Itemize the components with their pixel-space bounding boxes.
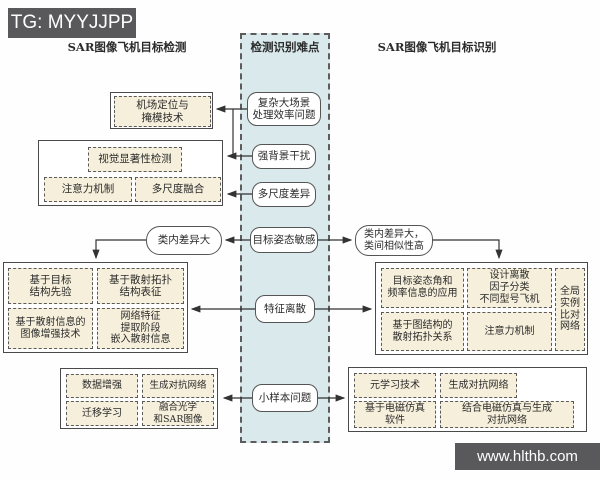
target-structure-prior-box: 基于目标 结构先验 (8, 268, 93, 304)
node-feature-discrete: 特征离散 (255, 295, 315, 323)
recognition-column-title: SAR图像飞机目标识别 (377, 40, 497, 55)
pose-frequency-box: 目标姿态角和 频率信息的应用 (381, 268, 464, 308)
em-gan-combined-box: 结合电磁仿真与生成 对抗网络 (440, 401, 574, 428)
intra-class-variance-node: 类内差异大 (146, 226, 222, 255)
global-instance-network-box: 全局 实例 比对 网络 (555, 268, 585, 351)
difficulty-column-title: 检测识别难点 (250, 40, 320, 55)
node-strong-background: 强背景干扰 (252, 144, 316, 169)
meta-learning-box: 元学习技术 (354, 373, 436, 398)
network-feature-embed-box: 网络特征 提取阶段 嵌入散射信息 (97, 308, 184, 349)
attention-mechanism-box: 注意力机制 (44, 177, 132, 202)
detection-column-title: SAR图像飞机目标检测 (67, 40, 187, 55)
scatter-topology-box: 基于散射拓扑 结构表征 (97, 268, 184, 304)
graph-scatter-topology-box: 基于图结构的 散射拓扑关系 (381, 312, 464, 351)
node-multi-scale: 多尺度差异 (252, 182, 316, 207)
airport-masking-label: 机场定位与 掩模技术 (114, 96, 211, 127)
scatter-info-enhance-box: 基于散射信息的 图像增强技术 (8, 308, 93, 349)
node-small-sample: 小样本问题 (252, 384, 318, 412)
airport-masking-box: 机场定位与 掩模技术 (110, 92, 213, 129)
multiscale-fusion-box: 多尺度融合 (135, 177, 221, 202)
visual-saliency-box: 视觉显著性检测 (88, 147, 182, 172)
node-complex-scene: 复杂大场景 处理效率问题 (247, 92, 321, 126)
gan-recognition-box: 生成对抗网络 (440, 373, 517, 398)
data-augmentation-box: 数据增强 (66, 374, 138, 398)
gan-detection-box: 生成对抗网络 (142, 374, 214, 398)
detection-structure-group: 基于目标 结构先验 基于散射拓扑 结构表征 基于散射信息的 图像增强技术 网络特… (3, 262, 188, 353)
em-simulation-box: 基于电磁仿真 软件 (354, 401, 436, 428)
node-pose-sensitive: 目标姿态敏感 (250, 227, 318, 253)
discrete-factor-box: 设计离散 因子分类 不同型号飞机 (467, 268, 552, 308)
detection-small-sample-group: 数据增强 生成对抗网络 迁移学习 融合光学 和SAR图像 (60, 368, 218, 429)
recognition-small-sample-group: 元学习技术 生成对抗网络 基于电磁仿真 软件 结合电磁仿真与生成 对抗网络 (348, 367, 587, 432)
attention-recognition-box: 注意力机制 (467, 312, 552, 351)
transfer-learning-box: 迁移学习 (66, 401, 138, 426)
saliency-group: 视觉显著性检测 注意力机制 多尺度融合 (38, 140, 223, 206)
tag-banner: TG: MYYJJPP (8, 8, 136, 38)
watermark-banner: www.hlthb.com (455, 443, 600, 470)
intra-inter-class-node: 类内差异大， 类间相似性高 (355, 225, 433, 256)
optical-sar-fusion-box: 融合光学 和SAR图像 (142, 401, 214, 426)
recognition-feature-group: 目标姿态角和 频率信息的应用 设计离散 因子分类 不同型号飞机 全局 实例 比对… (375, 262, 588, 355)
